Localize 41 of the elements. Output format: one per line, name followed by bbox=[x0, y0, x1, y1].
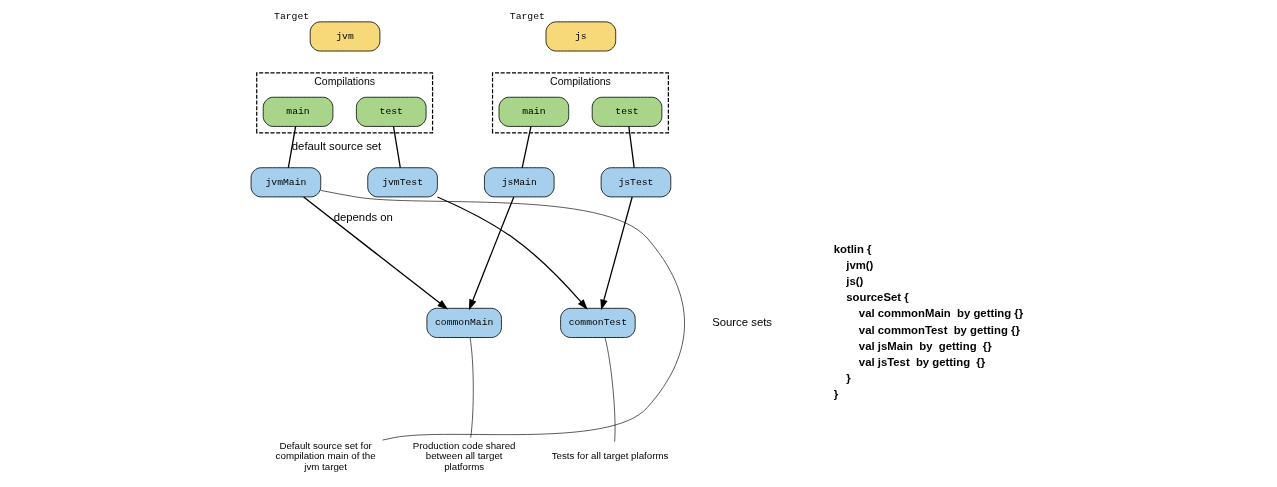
connector bbox=[392, 125, 401, 169]
node-box: jsMain bbox=[483, 167, 555, 198]
label: js() bbox=[845, 274, 863, 287]
arrow bbox=[436, 196, 588, 310]
node-text: Production code shared between all target platforms bbox=[412, 439, 515, 472]
arrow bbox=[302, 196, 448, 310]
connector bbox=[604, 337, 615, 443]
edge-label: depends on bbox=[333, 210, 393, 223]
arrow bbox=[599, 196, 633, 311]
node-text: Tests for all target plaforms bbox=[551, 450, 668, 462]
label: Source sets bbox=[711, 315, 772, 328]
node-box: commonMain bbox=[426, 307, 502, 338]
connector bbox=[627, 125, 635, 169]
label: sourceSet { bbox=[845, 291, 909, 304]
node-box: jvmTest bbox=[366, 167, 438, 198]
node-box: test bbox=[591, 96, 662, 127]
connector bbox=[469, 337, 474, 438]
label: val commonTest by getting {} bbox=[858, 323, 1020, 336]
edge-label: default source set bbox=[291, 140, 381, 153]
connector bbox=[287, 125, 296, 169]
connector bbox=[320, 190, 685, 441]
label: jvm() bbox=[845, 258, 873, 271]
node-box: main bbox=[498, 96, 569, 127]
label: } bbox=[833, 388, 838, 401]
node-text: Default source set for compilation main of the jvm target bbox=[275, 439, 376, 472]
label: kotlin { bbox=[833, 242, 871, 255]
connector bbox=[521, 125, 532, 169]
node-box: jvm bbox=[309, 21, 380, 52]
label: val jsMain by getting {} bbox=[858, 339, 992, 352]
node-label: Target bbox=[273, 11, 309, 23]
node-label: Target bbox=[509, 11, 545, 23]
label: val commonMain by getting {} bbox=[858, 307, 1023, 320]
node-box: commonTest bbox=[559, 307, 636, 338]
arrow bbox=[468, 196, 514, 311]
node-box: jvmMain bbox=[250, 167, 321, 198]
node-box: js bbox=[545, 21, 616, 52]
node-box: test bbox=[355, 96, 426, 127]
node-box: jsTest bbox=[600, 167, 671, 198]
label: val jsTest by getting {} bbox=[858, 356, 985, 369]
node-box: main bbox=[262, 96, 333, 127]
label: } bbox=[845, 372, 851, 385]
